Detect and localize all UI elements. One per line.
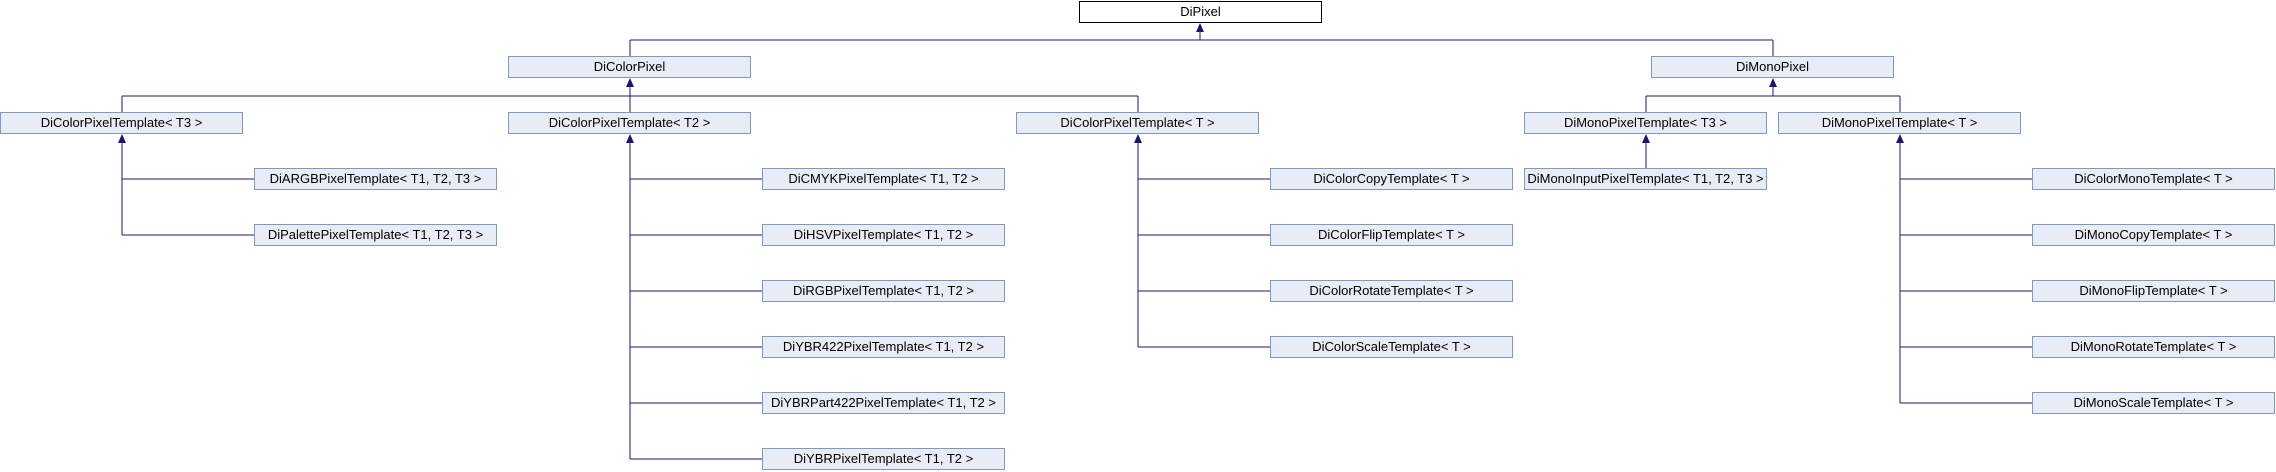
inheritance-arrowhead bbox=[118, 134, 126, 143]
node-dimonoscaletemplate[interactable]: DiMonoScaleTemplate< T > bbox=[2032, 392, 2275, 414]
node-dicolorpixeltemplate-t[interactable]: DiColorPixelTemplate< T > bbox=[1016, 112, 1259, 134]
inheritance-arrowhead bbox=[1769, 78, 1777, 87]
node-dicolorfliptemplate[interactable]: DiColorFlipTemplate< T > bbox=[1270, 224, 1513, 246]
node-dimonopixel[interactable]: DiMonoPixel bbox=[1651, 56, 1894, 78]
node-dicolorcopytemplate[interactable]: DiColorCopyTemplate< T > bbox=[1270, 168, 1513, 190]
node-dimonopixeltemplate-t3[interactable]: DiMonoPixelTemplate< T3 > bbox=[1524, 112, 1767, 134]
node-dipalettepixeltemplate[interactable]: DiPalettePixelTemplate< T1, T2, T3 > bbox=[254, 224, 497, 246]
node-dicolorpixeltemplate-t2[interactable]: DiColorPixelTemplate< T2 > bbox=[508, 112, 751, 134]
node-dirgbpixeltemplate[interactable]: DiRGBPixelTemplate< T1, T2 > bbox=[762, 280, 1005, 302]
inheritance-arrowhead bbox=[1196, 23, 1204, 32]
node-dimonorotatetemplate[interactable]: DiMonoRotateTemplate< T > bbox=[2032, 336, 2275, 358]
node-dimonocopytemplate[interactable]: DiMonoCopyTemplate< T > bbox=[2032, 224, 2275, 246]
node-dimonofliptemplate[interactable]: DiMonoFlipTemplate< T > bbox=[2032, 280, 2275, 302]
node-diybrpixeltemplate[interactable]: DiYBRPixelTemplate< T1, T2 > bbox=[762, 448, 1005, 470]
node-dicmykpixeltemplate[interactable]: DiCMYKPixelTemplate< T1, T2 > bbox=[762, 168, 1005, 190]
inheritance-arrowhead bbox=[626, 78, 634, 87]
node-dimonoinputpixeltemplate[interactable]: DiMonoInputPixelTemplate< T1, T2, T3 > bbox=[1524, 168, 1767, 190]
node-dicolorrotatetemplate[interactable]: DiColorRotateTemplate< T > bbox=[1270, 280, 1513, 302]
inheritance-arrowhead bbox=[1896, 134, 1904, 143]
node-dimonopixeltemplate-t[interactable]: DiMonoPixelTemplate< T > bbox=[1778, 112, 2021, 134]
node-dihsvpixeltemplate[interactable]: DiHSVPixelTemplate< T1, T2 > bbox=[762, 224, 1005, 246]
node-dipixel[interactable]: DiPixel bbox=[1079, 1, 1322, 23]
node-dicolorpixel[interactable]: DiColorPixel bbox=[508, 56, 751, 78]
node-diargbpixeltemplate[interactable]: DiARGBPixelTemplate< T1, T2, T3 > bbox=[254, 168, 497, 190]
node-diybr422pixeltemplate[interactable]: DiYBR422PixelTemplate< T1, T2 > bbox=[762, 336, 1005, 358]
node-dicolorpixeltemplate-t3[interactable]: DiColorPixelTemplate< T3 > bbox=[0, 112, 243, 134]
inheritance-arrowhead bbox=[626, 134, 634, 143]
node-dicolorscaletemplate[interactable]: DiColorScaleTemplate< T > bbox=[1270, 336, 1513, 358]
inheritance-arrowhead bbox=[1134, 134, 1142, 143]
node-diybrpart422pixeltemplate[interactable]: DiYBRPart422PixelTemplate< T1, T2 > bbox=[762, 392, 1005, 414]
inheritance-arrowhead bbox=[1642, 134, 1650, 143]
node-dicolormonotemplate[interactable]: DiColorMonoTemplate< T > bbox=[2032, 168, 2275, 190]
